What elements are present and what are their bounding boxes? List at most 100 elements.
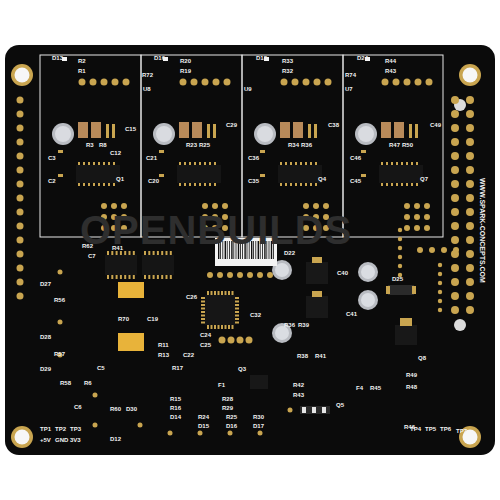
mosfet [306, 262, 328, 284]
smd-part [235, 318, 239, 320]
smd-part [170, 251, 172, 255]
smd-part [201, 304, 205, 306]
smd-part [228, 291, 230, 295]
solder-pad [404, 203, 410, 209]
silkscreen-label: R39 [298, 322, 309, 328]
solder-pad [17, 223, 24, 230]
led-strip [300, 406, 330, 414]
inductor [280, 122, 290, 138]
silkscreen-label: R13 [158, 352, 169, 358]
silkscreen-label: D27 [40, 281, 51, 287]
silkscreen-label: D16 [154, 55, 165, 61]
silkscreen-label: D24 [357, 55, 368, 61]
solder-pad [281, 79, 288, 86]
transistor [250, 375, 268, 389]
diode [388, 285, 414, 295]
smd-part [214, 183, 216, 186]
silkscreen-label: R32 [282, 68, 293, 74]
smd-part [148, 251, 150, 255]
silkscreen-label: R47 [389, 142, 400, 148]
smd-part [199, 183, 201, 186]
solder-pad [17, 125, 24, 132]
electrolytic-capacitor [358, 262, 378, 282]
solder-pad [58, 320, 63, 325]
driver-ic [379, 165, 423, 183]
smd-part [295, 162, 297, 165]
solder-pad [237, 272, 243, 278]
solder-pad [17, 111, 24, 118]
silkscreen-label: C32 [250, 312, 261, 318]
smd-part [201, 308, 205, 310]
silkscreen-label: D13 [52, 55, 63, 61]
smd-part [184, 183, 186, 186]
smd-part [108, 162, 110, 165]
solder-pad [451, 180, 459, 188]
silkscreen-label: R58 [60, 380, 71, 386]
solder-pad [325, 79, 332, 86]
smd-part [111, 275, 113, 279]
silkscreen-label: D17 [253, 423, 264, 429]
silkscreen-label: D30 [126, 406, 137, 412]
smd-part [153, 275, 155, 279]
smd-part [58, 150, 63, 153]
regulator [395, 325, 417, 345]
solder-pad [224, 79, 231, 86]
smd-part [199, 162, 201, 165]
smd-part [412, 286, 416, 294]
silkscreen-label: R8 [99, 142, 107, 148]
silkscreen-label: R56 [54, 297, 65, 303]
inductor [394, 122, 404, 138]
solder-pad [219, 337, 226, 344]
solder-pad [466, 306, 474, 314]
smd-part [166, 251, 168, 255]
smd-part [391, 162, 393, 165]
silkscreen-label: TP1 [40, 426, 51, 432]
solder-pad [191, 79, 198, 86]
silkscreen-label: Q8 [418, 355, 426, 361]
solder-pad [414, 225, 420, 231]
smd-part [285, 162, 287, 165]
smd-part [189, 183, 191, 186]
silkscreen-label: R24 [198, 414, 209, 420]
solder-pad [303, 79, 310, 86]
silkscreen-label: D22 [284, 250, 295, 256]
smd-part [361, 174, 366, 177]
driver-ic [278, 165, 322, 183]
solder-pad [257, 272, 263, 278]
smd-part [88, 162, 90, 165]
smd-part [129, 251, 131, 255]
silkscreen-label: R11 [158, 342, 169, 348]
smd-part [400, 318, 412, 326]
solder-pad [451, 110, 459, 118]
smd-part [396, 162, 398, 165]
solder-pad [451, 96, 459, 104]
silkscreen-label: R30 [253, 414, 264, 420]
solder-pad [451, 236, 459, 244]
smd-part [416, 162, 418, 165]
solder-pad [217, 272, 223, 278]
smd-part [113, 162, 115, 165]
solder-pad [451, 264, 459, 272]
url-text: WWW.SPARK-CONCEPTS.COM [479, 178, 486, 283]
smd-part [133, 275, 135, 279]
silkscreen-label: C26 [186, 294, 197, 300]
solder-pad [424, 214, 430, 220]
solder-pad [466, 236, 474, 244]
solder-pad [398, 264, 402, 268]
silkscreen-label: C22 [183, 352, 194, 358]
via-hole [454, 319, 466, 331]
smd-part [108, 183, 110, 186]
silkscreen-label: D16 [226, 423, 237, 429]
smd-part [305, 183, 307, 186]
led [322, 407, 326, 413]
silkscreen-label: C7 [88, 253, 96, 259]
smd-part [290, 162, 292, 165]
mosfet [306, 296, 328, 318]
solder-pad [101, 203, 107, 209]
smd-part [98, 162, 100, 165]
solder-pad [17, 293, 24, 300]
silkscreen-label: R72 [142, 72, 153, 78]
smd-part [107, 275, 109, 279]
smd-part [93, 162, 95, 165]
